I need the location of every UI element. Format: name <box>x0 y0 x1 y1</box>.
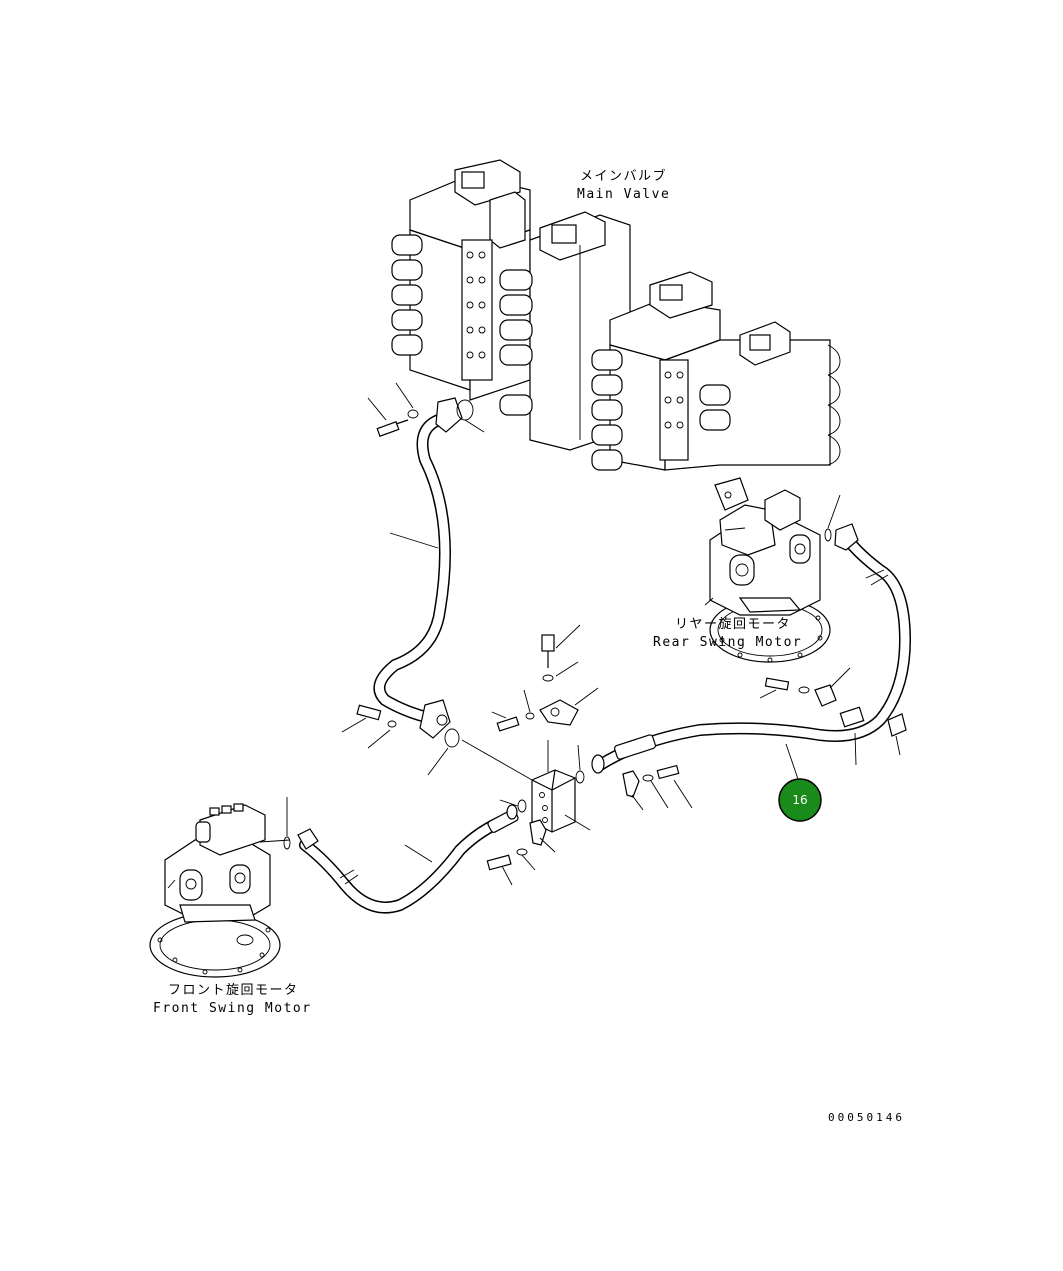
main-valve-label-en: Main Valve <box>577 187 670 202</box>
main-valve-label: メインバルブ Main Valve <box>577 168 670 202</box>
callout-leader <box>785 743 799 780</box>
callout-16[interactable]: 16 <box>778 778 822 822</box>
callout-circle[interactable] <box>778 778 822 822</box>
front-swing-motor <box>149 803 291 978</box>
rear-motor-label-en: Rear Swing Motor <box>653 635 802 650</box>
rear-motor-label: リヤー旋回モータ Rear Swing Motor <box>653 617 802 650</box>
document-number: 00050146 <box>828 1111 905 1124</box>
rear-swing-motor <box>704 477 841 663</box>
hose-rear <box>591 523 912 774</box>
callout-number[interactable]: 16 <box>792 793 807 807</box>
steel-tube <box>373 397 463 739</box>
front-motor-label-en: Front Swing Motor <box>153 1001 312 1016</box>
junction-block <box>461 624 599 833</box>
rear-hose-fasteners <box>622 667 907 811</box>
tube-bottom-fasteners <box>341 704 460 776</box>
hose-front <box>297 804 519 914</box>
rear-motor-label-jp: リヤー旋回モータ <box>675 617 791 632</box>
front-motor-label-jp: フロント旋回モータ <box>168 983 299 998</box>
front-hose-fasteners <box>283 797 556 886</box>
main-valve-right-block <box>591 271 841 471</box>
tube-top-fasteners <box>367 382 485 549</box>
front-motor-label: フロント旋回モータ Front Swing Motor <box>153 983 312 1016</box>
main-valve-label-jp: メインバルブ <box>580 168 667 184</box>
